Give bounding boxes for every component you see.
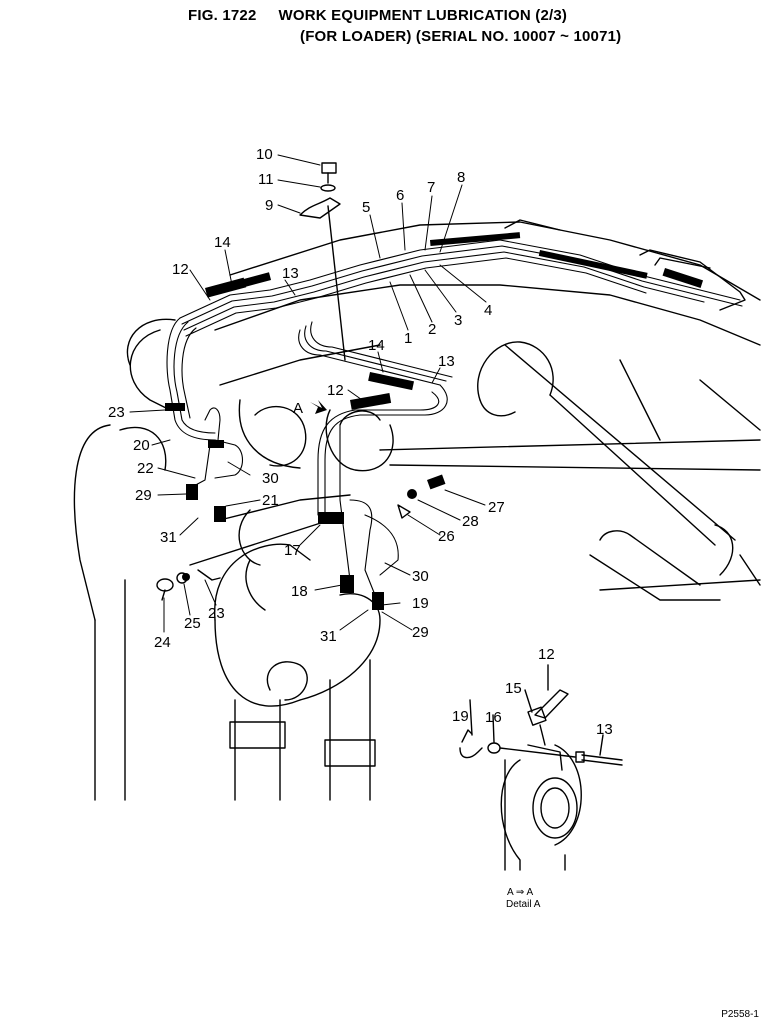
- callout-30-b: 30: [412, 568, 429, 585]
- callout-1: 1: [404, 330, 412, 347]
- callout-22: 22: [137, 460, 154, 477]
- frame-outline: [73, 318, 394, 801]
- callout-28: 28: [462, 513, 479, 530]
- callout-12: 12: [172, 261, 189, 278]
- callout-9: 9: [265, 197, 273, 214]
- page-code: P2558-1: [721, 1009, 759, 1020]
- callout-31: 31: [160, 529, 177, 546]
- callout-18: 18: [291, 583, 308, 600]
- callout-12-c: 12: [538, 646, 555, 663]
- callout-13-b: 13: [438, 353, 455, 370]
- callout-27: 27: [488, 499, 505, 516]
- view-arrow-a: A: [293, 400, 327, 417]
- callout-30: 30: [262, 470, 279, 487]
- callout-13: 13: [282, 265, 299, 282]
- view-marker: A: [293, 400, 303, 417]
- callout-16: 16: [485, 709, 502, 726]
- callout-19: 19: [412, 595, 429, 612]
- callout-12-b: 12: [327, 382, 344, 399]
- fittings: [165, 232, 704, 610]
- callout-14: 14: [214, 234, 231, 251]
- callout-10: 10: [256, 146, 273, 163]
- callout-21: 21: [262, 492, 279, 509]
- callout-11: 11: [258, 171, 274, 188]
- callout-15: 15: [505, 680, 522, 697]
- callout-7: 7: [427, 179, 435, 196]
- callout-23: 23: [108, 404, 125, 421]
- callout-26: 26: [438, 528, 455, 545]
- callout-29: 29: [135, 487, 152, 504]
- detail-a: [459, 664, 623, 871]
- bolt-assembly: [299, 162, 346, 361]
- detail-label: Detail A: [506, 899, 541, 910]
- figure-subtitle: (FOR LOADER) (SERIAL NO. 10007 ~ 10071): [300, 28, 622, 45]
- callout-31-b: 31: [320, 628, 337, 645]
- figure-title-line1: FIG. 1722 WORK EQUIPMENT LUBRICATION (2/3…: [188, 7, 567, 24]
- callout-4: 4: [484, 302, 492, 319]
- callout-5: 5: [362, 199, 370, 216]
- callout-3: 3: [454, 312, 462, 329]
- callout-19-b: 19: [452, 708, 469, 725]
- arm-outline: [379, 341, 761, 601]
- figure-title: WORK EQUIPMENT LUBRICATION (2/3): [278, 7, 568, 24]
- grease-line-bundle: [166, 239, 743, 596]
- callout-29-b: 29: [412, 624, 429, 641]
- callout-6: 6: [396, 187, 404, 204]
- figure-number: FIG. 1722: [188, 7, 257, 24]
- callout-23-b: 23: [208, 605, 225, 622]
- callout-2: 2: [428, 321, 436, 338]
- leader-lines: [129, 154, 487, 633]
- boom-outline: [214, 219, 761, 346]
- callout-17: 17: [284, 542, 301, 559]
- callout-20: 20: [133, 437, 150, 454]
- detail-arrow-caption: A ⇒ A: [507, 887, 534, 898]
- callout-labels: 10 11 9 5 6 7 8 14 12 13 1 2 3 4 14 13 1…: [108, 146, 613, 738]
- bolt-24-25-23: [156, 504, 411, 601]
- callout-13-c: 13: [596, 721, 613, 738]
- callout-25: 25: [184, 615, 201, 632]
- bucket-cylinder-outline: [214, 494, 381, 801]
- callout-24: 24: [154, 634, 171, 651]
- callout-14-b: 14: [368, 337, 385, 354]
- callout-8: 8: [457, 169, 465, 186]
